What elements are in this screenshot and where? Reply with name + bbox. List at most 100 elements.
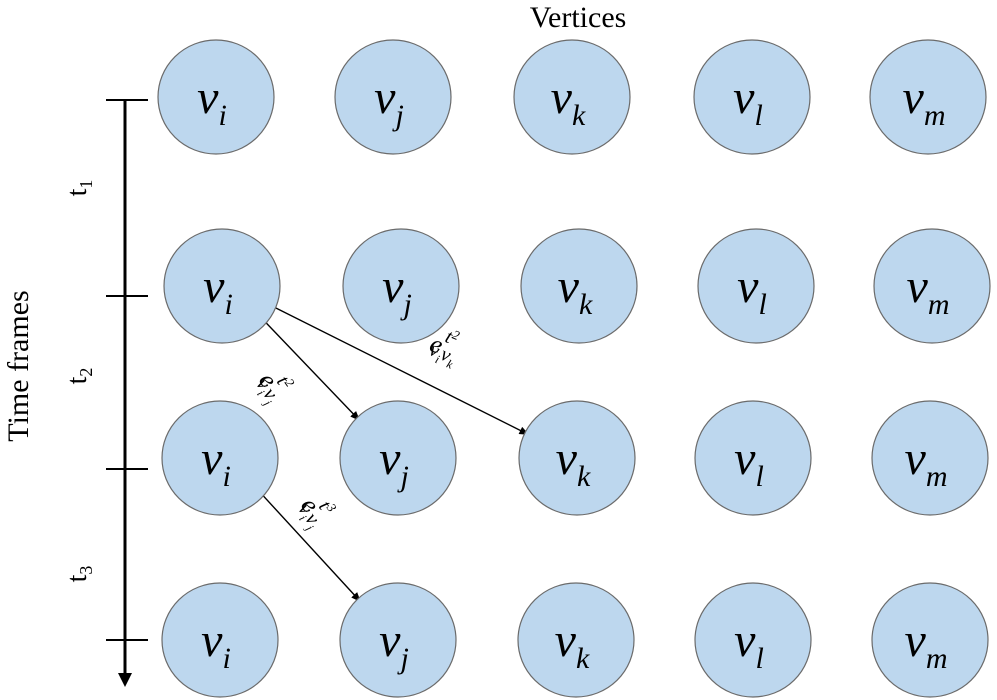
- vertex-label-base: v: [734, 432, 756, 485]
- vertex-label-base: v: [558, 260, 580, 313]
- edge-label-part: k: [445, 357, 456, 372]
- vertex-node-m-row1: vm: [869, 39, 987, 155]
- vertex-label: vl: [734, 432, 764, 493]
- vertex-node-k-row3: vk: [518, 400, 636, 516]
- vertex-label-sub: k: [577, 460, 591, 493]
- vertex-label-sub: l: [755, 460, 763, 493]
- edge-label-i-j-t2: et2vivj: [248, 362, 299, 409]
- vertex-label-base: v: [379, 432, 401, 485]
- vertex-node-i-row1: vi: [157, 39, 275, 155]
- diagram-title: Vertices: [530, 1, 627, 34]
- vertex-label-sub: m: [928, 288, 950, 321]
- vertex-node-j-row4: vj: [339, 582, 457, 698]
- vertex-node-l-row4: vl: [694, 582, 812, 698]
- vertex-label-base: v: [203, 260, 225, 313]
- vertex-node-m-row2: vm: [873, 228, 991, 344]
- vertex-label-base: v: [197, 71, 219, 124]
- time-axis: [106, 99, 148, 687]
- vertex-label-sub: l: [755, 642, 763, 675]
- vertex-node-j-row3: vj: [339, 400, 457, 516]
- vertex-node-l-row2: vl: [697, 228, 815, 344]
- vertex-label: vk: [558, 260, 593, 321]
- vertex-node-i-row3: vi: [161, 400, 279, 516]
- vertex-label-base: v: [556, 432, 578, 485]
- vertex-label: vj: [379, 614, 409, 675]
- vertex-label-base: v: [907, 260, 929, 313]
- vertex-label: vm: [905, 432, 948, 493]
- vertex-label-sub: i: [224, 288, 232, 321]
- vertex-label-base: v: [201, 614, 223, 667]
- vertex-circle: [518, 400, 636, 516]
- vertex-label: vl: [734, 614, 764, 675]
- vertex-circle: [339, 582, 457, 698]
- vertex-circle: [163, 228, 281, 344]
- vertex-circle: [339, 400, 457, 516]
- vertex-node-l-row3: vl: [694, 400, 812, 516]
- edge-arrow-i-k-t2: [263, 301, 530, 436]
- vertex-node-m-row4: vm: [871, 582, 989, 698]
- vertex-label-base: v: [903, 71, 925, 124]
- vertex-label-sub: j: [399, 288, 411, 321]
- vertex-label: vm: [905, 614, 948, 675]
- edge-label-part: i: [433, 352, 441, 366]
- svg-text:t2: t2: [62, 368, 96, 385]
- vertex-circle: [513, 39, 631, 155]
- vertex-label: vl: [733, 71, 763, 132]
- time-frame-label-t3: t3: [62, 566, 96, 583]
- vertex-circle: [697, 228, 815, 344]
- vertex-label-base: v: [201, 432, 223, 485]
- vertex-circle: [520, 228, 638, 344]
- vertex-circle: [694, 400, 812, 516]
- vertex-label-base: v: [382, 260, 404, 313]
- vertex-label: vi: [201, 614, 231, 675]
- vertex-label-base: v: [734, 614, 756, 667]
- vertex-label: vk: [551, 71, 586, 132]
- vertex-label-base: v: [551, 71, 573, 124]
- vertex-node-j-row2: vj: [342, 228, 460, 344]
- vertex-label-base: v: [737, 260, 759, 313]
- edge-arrow-i-j-t2: [254, 310, 361, 421]
- vertex-circle: [873, 228, 991, 344]
- vertex-label: vj: [382, 260, 412, 321]
- vertex-label-sub: i: [218, 99, 226, 132]
- vertex-circle: [517, 582, 635, 698]
- vertex-label-sub: l: [758, 288, 766, 321]
- vertex-label: vi: [197, 71, 227, 132]
- vertex-label-sub: i: [222, 642, 230, 675]
- vertex-label-sub: k: [572, 99, 586, 132]
- vertex-label-sub: j: [391, 99, 403, 132]
- edge-label-text: et2vivj: [248, 362, 299, 409]
- vertex-label-sub: j: [396, 642, 408, 675]
- time-frames-label: Time frames: [2, 290, 35, 441]
- vertex-circle: [871, 400, 989, 516]
- edge-label-i-j-t3: et3vivj: [294, 492, 340, 534]
- vertex-label-sub: m: [926, 460, 948, 493]
- vertex-label: vi: [201, 432, 231, 493]
- vertex-label-sub: l: [754, 99, 762, 132]
- vertex-circle: [157, 39, 275, 155]
- vertex-circle: [871, 582, 989, 698]
- vertex-label-sub: m: [926, 642, 948, 675]
- vertex-label-base: v: [905, 614, 927, 667]
- vertex-node-l-row1: vl: [693, 39, 811, 155]
- vertex-label: vj: [379, 432, 409, 493]
- vertex-label-sub: j: [396, 460, 408, 493]
- vertex-node-k-row1: vk: [513, 39, 631, 155]
- vertex-circle: [161, 582, 279, 698]
- vertex-circle: [694, 582, 812, 698]
- vertex-label-base: v: [379, 614, 401, 667]
- vertex-node-i-row2: vi: [163, 228, 281, 344]
- vertex-node-i-row4: vi: [161, 582, 279, 698]
- vertex-label-base: v: [733, 71, 755, 124]
- vertex-node-m-row3: vm: [871, 400, 989, 516]
- vertex-label: vi: [203, 260, 233, 321]
- vertex-circle: [161, 400, 279, 516]
- vertex-label: vk: [556, 432, 591, 493]
- vertex-label-base: v: [555, 614, 577, 667]
- vertex-label-base: v: [374, 71, 396, 124]
- vertex-circle: [869, 39, 987, 155]
- vertex-circle: [334, 39, 452, 155]
- vertex-label: vm: [903, 71, 946, 132]
